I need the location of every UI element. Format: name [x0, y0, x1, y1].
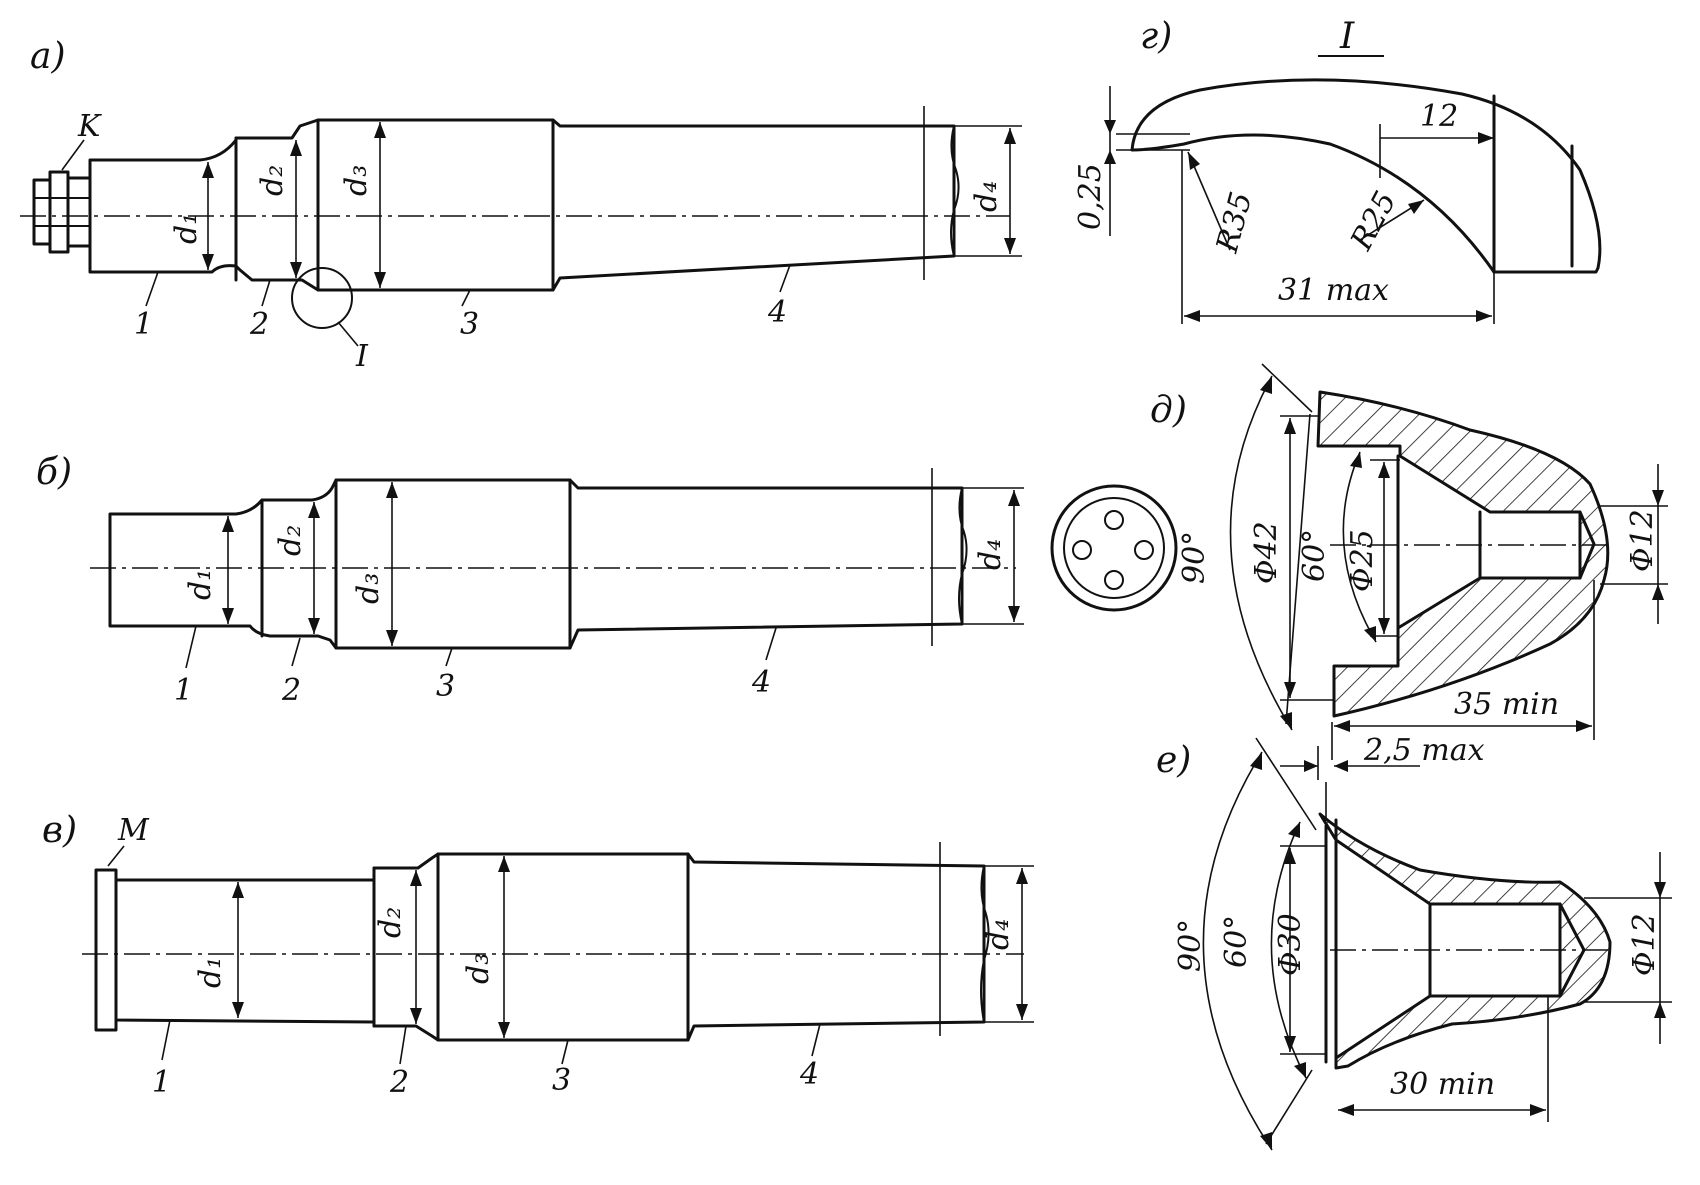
view-d-phi25: Φ25 [1345, 529, 1380, 592]
view-d-center-hole: д) 90° Φ42 60° Φ25 Φ12 35 min [1150, 363, 1668, 780]
view-b-d4: d₄ [973, 539, 1008, 570]
view-a-section-mark: I [355, 339, 369, 374]
shaft-a-outline [88, 118, 956, 292]
view-c-part-1: 1 [152, 1065, 171, 1100]
view-d-angle-90: 90° [1177, 531, 1212, 584]
view-g-label: г) [1140, 16, 1172, 57]
view-g-dim-31max: 31 max [1278, 273, 1389, 308]
view-c-shaft: в) M d₁ d₂ d₃ d₄ 1 2 3 4 [42, 810, 1034, 1100]
view-g-detail: г) I 0,25 31 max 12 R35 R25 [1073, 16, 1602, 324]
view-e-min30: 30 min [1390, 1067, 1495, 1102]
view-a-d2: d₂ [255, 165, 290, 196]
clamp-k-collar [48, 170, 70, 254]
view-c-part-3: 3 [552, 1063, 571, 1098]
view-b-d2: d₂ [273, 525, 308, 556]
view-a-d3: d₃ [339, 165, 374, 196]
view-e-section [1318, 812, 1612, 1070]
view-d-angle-60: 60° [1297, 529, 1332, 582]
view-d-phi12: Φ12 [1625, 509, 1660, 572]
view-d-min35: 35 min [1454, 687, 1559, 722]
view-b-shaft: б) d₁ d₂ d₃ d₄ 1 2 3 4 [36, 452, 1024, 708]
flange-m [94, 868, 118, 1032]
view-d-section [1316, 390, 1610, 718]
view-g-title: I [1339, 16, 1355, 57]
view-c-part-2: 2 [389, 1065, 409, 1100]
view-a-part-1: 1 [134, 307, 153, 342]
view-b-d1: d₁ [183, 569, 218, 600]
view-e-phi30: Φ30 [1273, 913, 1308, 976]
view-g-dim-r25: R25 [1344, 186, 1404, 257]
view-b-part-3: 3 [436, 669, 455, 704]
view-e-center-hole: е) 90° 60° Φ30 Φ12 30 min [1156, 737, 1672, 1151]
view-a-part-2: 2 [249, 307, 269, 342]
view-b-d3: d₃ [351, 573, 386, 604]
view-e-angle-90: 90° [1173, 919, 1208, 972]
view-a-part-3: 3 [460, 307, 479, 342]
shaft-end-view [1050, 484, 1178, 612]
view-b-label: б) [36, 452, 72, 493]
view-d-label: д) [1150, 390, 1187, 431]
view-g-dim-025: 0,25 [1073, 163, 1108, 230]
view-d-max25: 2,5 max [1363, 733, 1485, 768]
detail-circle-i [291, 267, 353, 329]
mark-m: M [117, 813, 150, 848]
view-c-part-4: 4 [799, 1057, 819, 1092]
view-b-part-1: 1 [174, 673, 193, 708]
view-g-dim-12: 12 [1420, 99, 1458, 134]
view-e-label: е) [1156, 740, 1191, 781]
view-c-d2: d₂ [373, 907, 408, 938]
shaft-b-outline [108, 478, 964, 650]
view-a-part-4: 4 [767, 295, 787, 330]
view-c-d3: d₃ [461, 953, 496, 984]
view-a-label: a) [30, 36, 66, 77]
view-a-d4: d₄ [969, 181, 1004, 212]
view-b-part-2: 2 [281, 673, 301, 708]
view-g-dim-r35: R35 [1210, 188, 1260, 257]
shaft-c-outline [114, 852, 986, 1042]
mark-k: K [77, 109, 102, 144]
view-c-d1: d₁ [193, 957, 228, 988]
detail-i-outline [1130, 78, 1602, 274]
view-d-phi42: Φ42 [1249, 521, 1284, 584]
view-a-d1: d₁ [169, 213, 204, 244]
clamp-k-body [32, 178, 52, 246]
clamp-k-ring [66, 176, 92, 248]
view-a-shaft: a) K d₁ d₂ d₃ d₄ I [20, 36, 1022, 374]
view-c-label: в) [42, 810, 77, 851]
view-c-d4: d₄ [981, 919, 1016, 950]
view-e-phi12: Φ12 [1627, 913, 1662, 976]
view-b-part-4: 4 [751, 665, 771, 700]
view-e-angle-60: 60° [1219, 915, 1254, 968]
